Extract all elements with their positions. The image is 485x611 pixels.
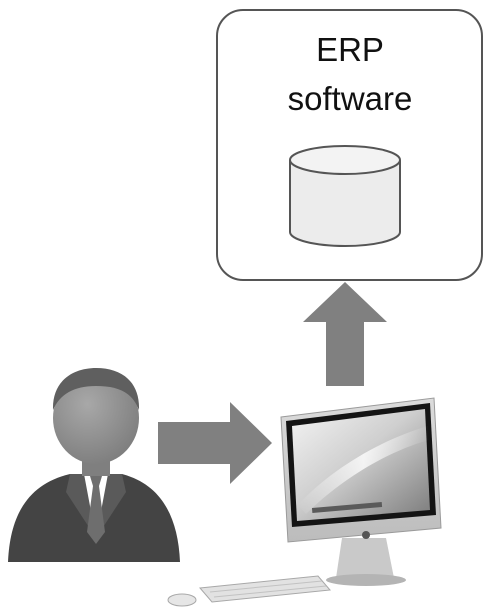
- arrow-right-icon: [158, 402, 272, 484]
- erp-software-box: [216, 9, 483, 281]
- erp-title-line2: software: [287, 80, 413, 117]
- businessman-user-icon: [8, 368, 180, 562]
- arrow-up-icon: [303, 282, 387, 386]
- database-cylinder-icon: [289, 145, 401, 247]
- desktop-computer-icon: [167, 397, 442, 607]
- erp-title-line1: ERP: [316, 31, 384, 68]
